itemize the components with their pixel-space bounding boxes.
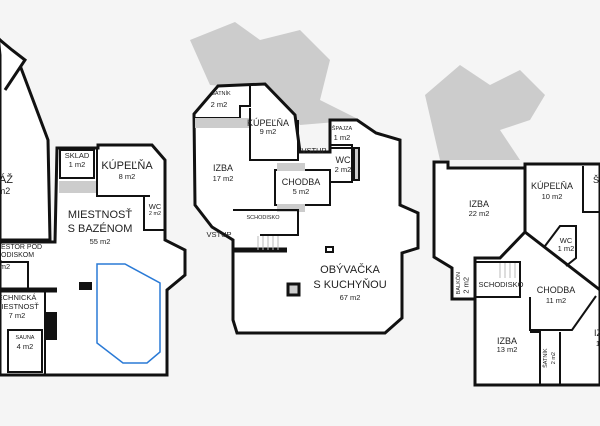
room-izba-name: IZBA xyxy=(212,163,234,173)
room-corridor-area: 11 m2 xyxy=(545,296,567,305)
room-wc-area: 1 m2 xyxy=(557,244,575,253)
room-understairs-area: m2 xyxy=(0,262,11,271)
room-partial-name: Š xyxy=(592,175,600,185)
room-sklad-name: SKLAD xyxy=(64,151,90,160)
room-wc-area: 2 m2 xyxy=(334,165,352,174)
room-garage-name: ÁŽ xyxy=(0,174,14,186)
room-technical-name: ECHNICKÁ xyxy=(0,293,37,302)
room-bathroom-name: KÚPEĽŇA xyxy=(246,118,290,128)
room-pantry-name: ŠPAJZA xyxy=(331,126,353,132)
room-garage-area: m2 xyxy=(0,186,11,196)
stairs-right xyxy=(499,263,516,278)
plan-right xyxy=(432,160,600,387)
plan-middle xyxy=(192,82,420,335)
room-closet-area: 2 m2 xyxy=(210,100,228,109)
room-izba-2-area: 13 m2 xyxy=(496,345,518,354)
room-wc-area: 2 m2 xyxy=(148,211,162,217)
room-wc-name: WC xyxy=(335,155,351,165)
room-bathroom-name: KÚPEĽŇA xyxy=(530,181,574,191)
room-bathroom-area: 9 m2 xyxy=(259,127,277,136)
entrance-label: VSTUP xyxy=(301,146,327,155)
room-sauna-name: SAUNA xyxy=(15,335,35,341)
room-living-name: OBÝVAČKA xyxy=(320,264,380,276)
stairs-label: SCHODISKO xyxy=(246,215,280,221)
room-closet-name: ŠATNÍK xyxy=(211,91,231,97)
room-understairs-name: ESTOR POD xyxy=(1,244,43,253)
room-sauna-area: 4 m2 xyxy=(16,342,34,351)
room-wc-name: WC xyxy=(559,236,573,245)
room-izba-area: 22 m2 xyxy=(468,209,490,218)
room-izba-2-name: IZBA xyxy=(496,336,518,346)
room-bathroom-area: 8 m2 xyxy=(118,172,136,181)
room-pool-name2: S BAZÉNOM xyxy=(67,223,133,235)
room-technical-area: 7 m2 xyxy=(8,311,26,320)
room-living-name2: S KUCHYŇOU xyxy=(313,279,387,291)
room-izba-area: 17 m2 xyxy=(212,174,234,183)
room-pantry-area: 1 m2 xyxy=(333,133,351,142)
stairs-label: SCHODISKO xyxy=(478,280,524,289)
room-corridor-name: CHODBA xyxy=(281,177,321,187)
room-living-area: 67 m2 xyxy=(339,293,361,302)
room-corridor-name: CHODBA xyxy=(536,285,576,295)
room-corridor-area: 5 m2 xyxy=(292,187,310,196)
room-pool-area: 55 m2 xyxy=(89,237,111,246)
entrance-label-2: VSTUP xyxy=(206,230,232,239)
room-pool-name: MIESTNOSŤ xyxy=(67,209,133,221)
room-closet-area: 2 m2 xyxy=(550,352,557,365)
room-izba-3-area: 1 xyxy=(595,339,600,348)
room-understairs-name2: ODISKOM xyxy=(1,252,35,261)
room-wc-name: WC xyxy=(148,202,162,211)
shadow-middle xyxy=(190,22,360,125)
pool-outline xyxy=(96,263,161,364)
room-balcony-area: 2 m2 xyxy=(461,276,471,294)
shadow-right xyxy=(425,65,545,160)
room-bathroom-name: KÚPEĽŇA xyxy=(101,160,153,172)
room-closet-name: ŠATNÍK xyxy=(542,348,549,368)
room-izba-3-name: IZ xyxy=(594,328,600,338)
plan-left xyxy=(0,37,187,377)
room-bathroom-area: 10 m2 xyxy=(541,192,563,201)
stairs-middle xyxy=(257,236,279,250)
room-sklad-area: 1 m2 xyxy=(68,160,86,169)
room-izba-name: IZBA xyxy=(468,199,490,209)
room-technical-name2: MIESTNOSŤ xyxy=(0,302,39,311)
